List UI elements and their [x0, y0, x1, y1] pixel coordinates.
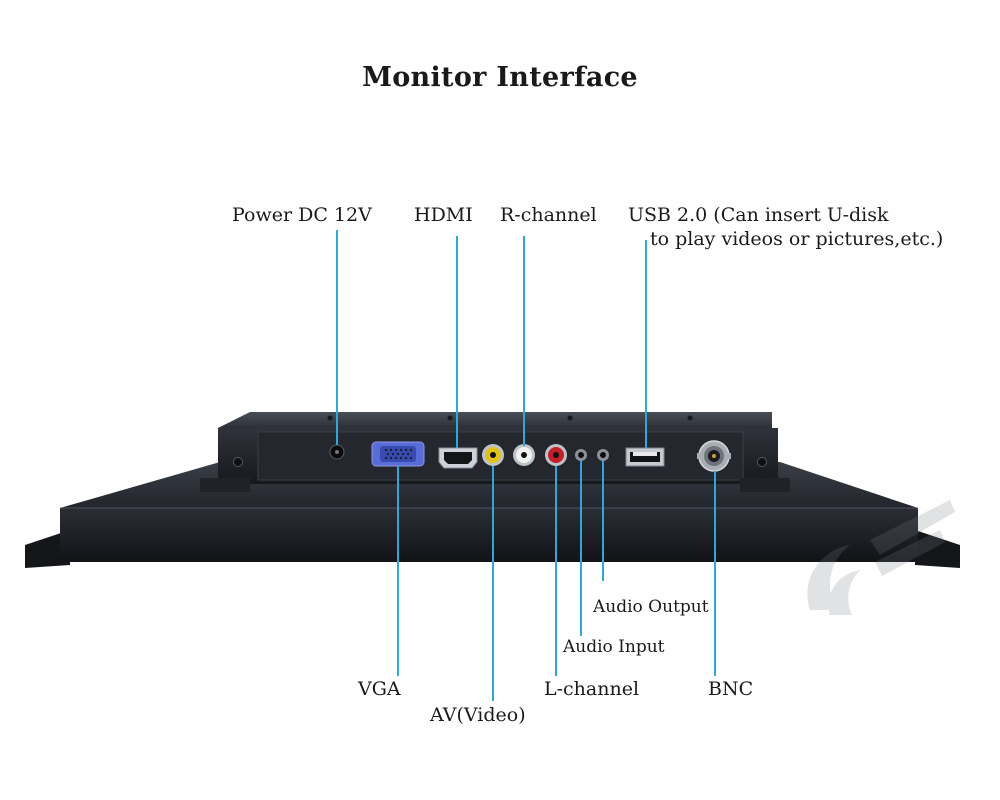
leader-bnc: [714, 471, 716, 676]
hdmi-port: [438, 447, 478, 469]
bnc-port: [697, 440, 731, 472]
label-bnc: BNC: [708, 678, 754, 700]
leader-r-channel: [523, 236, 525, 446]
brand-watermark-logo: [807, 500, 955, 615]
l-channel-port: [545, 444, 567, 466]
label-vga: VGA: [358, 678, 401, 700]
power-dc-port: [329, 444, 345, 460]
vga-port: [371, 441, 425, 467]
leader-audio-input: [580, 461, 582, 636]
label-power-dc-12v: Power DC 12V: [232, 204, 372, 226]
label-audio-output: Audio Output: [593, 597, 709, 617]
label-av-video: AV(Video): [430, 704, 526, 726]
label-audio-input: Audio Input: [563, 637, 665, 657]
leader-av-video: [492, 466, 494, 701]
leader-audio-output: [602, 461, 604, 581]
chassis-front: [60, 508, 918, 562]
usb-port: [625, 447, 665, 467]
control-box-top: [218, 412, 772, 428]
screw-left: [233, 457, 243, 467]
leader-vga: [397, 466, 399, 676]
label-hdmi: HDMI: [414, 204, 473, 226]
label-usb-line2: to play videos or pictures,etc.): [650, 228, 944, 250]
screw-right: [757, 457, 767, 467]
leader-l-channel: [555, 466, 557, 676]
r-channel-port: [513, 444, 535, 466]
leader-hdmi: [456, 236, 458, 448]
label-usb-line1: USB 2.0 (Can insert U-disk: [628, 204, 889, 226]
left-flange: [25, 530, 70, 568]
leader-power: [336, 230, 338, 445]
audio-input-port: [575, 449, 587, 461]
right-flange: [915, 530, 960, 568]
page-title: Monitor Interface: [362, 62, 638, 93]
av-video-port: [482, 444, 504, 466]
audio-output-port: [597, 449, 609, 461]
label-r-channel: R-channel: [500, 204, 597, 226]
leader-usb: [645, 240, 647, 448]
label-l-channel: L-channel: [544, 678, 640, 700]
